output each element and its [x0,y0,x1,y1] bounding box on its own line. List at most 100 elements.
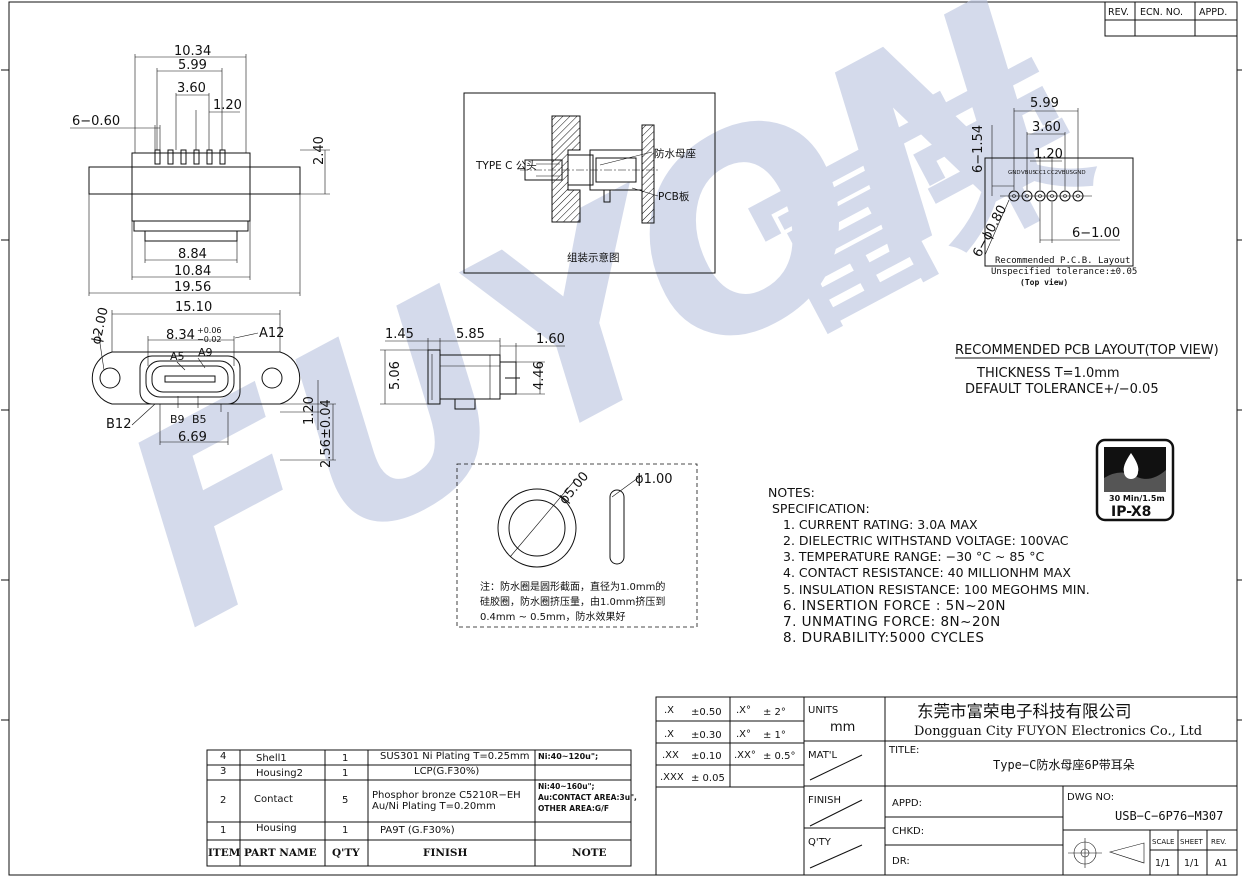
dim-phi-1-00: ϕ1.00 [635,472,673,487]
spec-item-2: 2. DIELECTRIC WITHSTAND VOLTAGE: 100VAC [783,533,1069,549]
bom-finish-2: Phosphor bronze C5210R−EH [372,790,521,801]
bom-finish-4: SUS301 Ni Plating T=0.25mm [380,751,530,762]
pin-cc1: CC1 [1035,170,1046,176]
dim-5-06: 5.06 [388,361,403,390]
pcb-tolerance: DEFAULT TOLERANCE+/−0.05 [965,382,1159,397]
tol-lower: −0.02 [197,335,222,344]
company-en: Dongguan City FUYON Electronics Co., Ltd [914,724,1202,739]
sheet-label: SHEET [1180,838,1204,846]
spec-item-5: 5. INSULATION RESISTANCE: 100 MEGOHMS MI… [783,581,1090,597]
dim-1-45: 1.45 [385,327,414,342]
appd-label: APPD: [892,798,922,809]
pin-gnd-1: GND [1008,170,1021,176]
bom-header-item: ITEM [208,847,241,859]
pcb-thickness: THICKNESS T=1.0mm [976,366,1120,381]
bom-qty-4: 1 [342,753,349,764]
oring-note-2: 硅胶圈，防水圈挤压量，由1.0mm挤压到 [480,595,665,608]
bom-note-2: Ni:40~160u"; [538,782,595,791]
side-view: 1.45 5.85 1.60 5.06 4.46 [380,327,565,410]
pin-vbus-1: VBUS [1021,170,1037,176]
sheet-value: 1/1 [1184,858,1199,869]
qty-label: Q'TY [808,837,832,848]
water-drop-icon [1123,453,1139,479]
units-value: mm [830,720,855,735]
bom-note-4: Ni:40~120u"; [538,752,599,761]
rev-header: REV. [1108,7,1129,18]
tol-value-1: ±0.30 [691,730,722,741]
tol-value-2: ±0.10 [691,751,722,762]
pcb-layout-title: RECOMMENDED PCB LAYOUT(TOP VIEW) [955,343,1219,358]
bom-header-part: PART NAME [244,847,317,859]
bom-finish-3: LCP(G.F30%) [414,766,480,777]
tol-alabel-0: .X° [736,705,751,716]
tol-label-1: .X [664,729,674,740]
bom-header-qty: Q'TY [332,847,360,859]
dim-4-46: 4.46 [532,361,547,390]
label-a12: A12 [259,326,284,341]
matl-label: MAT'L [808,750,838,761]
pcb-caption-1: Recommended P.C.B. Layout [995,256,1130,266]
dim-2-40: 2.40 [312,136,327,165]
ip-sub: 30 Min/1.5m [1109,494,1165,503]
bom-item-4: 4 [220,751,227,762]
appd-header: APPD. [1199,7,1227,18]
dwg-label: DWG NO: [1067,792,1114,803]
bom-part-4: Shell1 [256,753,287,764]
pcb-dim-1-20: 1.20 [1034,147,1063,162]
bom-item-2: 2 [220,795,227,806]
bom-item-1: 1 [220,825,227,836]
dim-19-56: 19.56 [174,280,211,295]
rev-label: REV. [1211,838,1226,846]
dim-10-34: 10.34 [174,44,211,59]
pcb-dim-3-60: 3.60 [1032,120,1061,135]
title-block: .X ±0.50 .X° ± 2° .X ±0.30 .X° ± 1° .XX … [655,696,1238,876]
oring-note-3: 0.4mm ~ 0.5mm，防水效果好 [480,610,626,623]
tol-value-3: ± 0.05 [691,773,725,784]
spec-item-8: 8. DURABILITY:5000 CYCLES [783,629,985,646]
scale-value: 1/1 [1155,858,1170,869]
spec-item-7: 7. UNMATING FORCE: 8N~20N [783,613,1001,630]
bom-part-3: Housing2 [256,768,304,779]
title-value: Type−C防水母座6P带耳朵 [993,757,1135,772]
dim-10-84: 10.84 [174,264,211,279]
top-view: 10.34 5.99 3.60 1.20 6−0.60 2.40 8.84 10… [70,44,330,296]
tol-alabel-1: .X° [736,729,751,740]
label-b5: B5 [192,413,207,426]
label-a5: A5 [170,350,185,363]
pcb-dim-6-1-00: 6−1.00 [1072,226,1120,241]
tol-avalue-2: ± 0.5° [763,751,795,762]
dr-label: DR: [892,856,910,867]
tol-avalue-1: ± 1° [763,730,786,741]
spec-item-4: 4. CONTACT RESISTANCE: 40 MILLIONHM MAX [783,565,1071,581]
tol-alabel-2: .XX° [734,750,756,761]
dim-1-20: 1.20 [213,98,242,113]
chkd-label: CHKD: [892,826,924,837]
dim-5-85: 5.85 [456,327,485,342]
bom-finish-1: PA9T (G.F30%) [380,825,455,836]
dim-6-69: 6.69 [178,430,207,445]
bom-item-3: 3 [220,766,227,777]
dim-15-10: 15.10 [175,300,212,315]
tol-upper: +0.06 [197,326,222,335]
pcb-dim-6-1-54: 6−1.54 [971,125,986,173]
dim-1-20-front: 1.20 [302,396,317,425]
pin-vbus-2: VBUS [1058,170,1074,176]
company-cn: 东莞市富荣电子科技有限公司 [917,702,1132,721]
dim-2-56: 2.56±0.04 [319,399,334,468]
units-label: UNITS [808,705,838,716]
bom-part-1: Housing [256,823,297,834]
dim-phi-2-00: ϕ2.00 [89,306,111,346]
tol-label-3: .XXX [660,772,684,783]
bom-finish-2b: Au/Ni Plating T=0.20mm [372,801,496,812]
pcb-caption-2: Unspecified tolerance:±0.05 [991,267,1137,277]
drawing-frame [8,1,1238,876]
notes-block: NOTES: SPECIFICATION: 1. CURRENT RATING:… [768,485,1090,646]
tol-label-0: .X [664,705,674,716]
pcb-dim-5-99: 5.99 [1030,96,1059,111]
dim-8-34: 8.34 [166,328,195,343]
spec-item-6: 6. INSERTION FORCE : 5N~20N [783,597,1006,614]
bom-part-2: Contact [254,794,293,805]
tol-label-2: .XX [662,750,679,761]
dim-6-0-60: 6−0.60 [72,114,120,129]
rev-value: A1 [1215,858,1228,869]
